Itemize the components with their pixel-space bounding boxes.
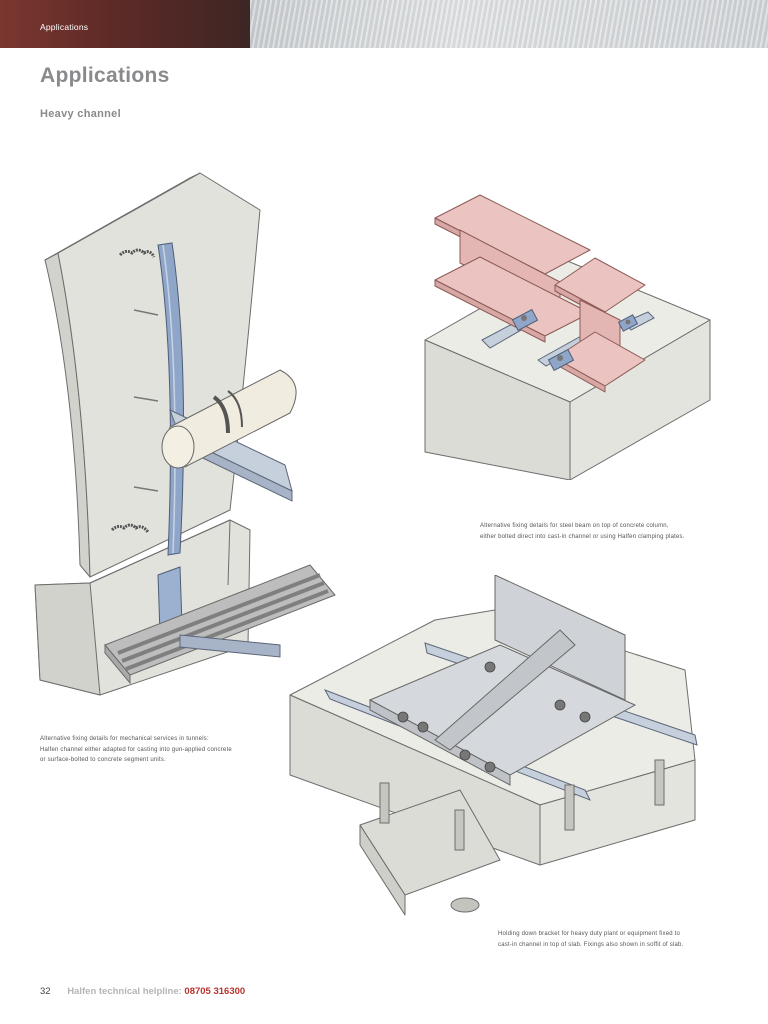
caption-tunnel: Alternative fixing details for mechanica… bbox=[40, 734, 232, 766]
holding-down-bracket-illustration bbox=[289, 575, 698, 916]
tunnel-fixing-illustration bbox=[34, 172, 336, 696]
page-title: Applications bbox=[40, 64, 170, 87]
caption-steel-beam-line: Alternative fixing details for steel bea… bbox=[480, 523, 669, 529]
caption-steel-beam: Alternative fixing details for steel bea… bbox=[480, 521, 685, 542]
header-section-tab: Applications bbox=[0, 0, 250, 48]
helpline-label: Halfen technical helpline: bbox=[67, 986, 182, 997]
caption-holding-down-line: Holding down bracket for heavy duty plan… bbox=[498, 931, 681, 937]
caption-tunnel-line: Halfen channel either adapted for castin… bbox=[40, 746, 232, 753]
caption-tunnel-line: Alternative fixing details for mechanica… bbox=[40, 736, 209, 742]
header-banner: Applications bbox=[0, 0, 768, 48]
page-number: 32 bbox=[40, 986, 51, 997]
caption-steel-beam-line: either bolted direct into cast-in channe… bbox=[480, 533, 685, 540]
steel-beam-column-illustration bbox=[424, 194, 711, 480]
helpline-number[interactable]: 08705 316300 bbox=[184, 986, 246, 997]
header-section-label: Applications bbox=[40, 22, 89, 32]
page-footer: 32 Halfen technical helpline: 08705 3163… bbox=[40, 986, 245, 997]
caption-holding-down: Holding down bracket for heavy duty plan… bbox=[498, 929, 683, 950]
section-title: Heavy channel bbox=[40, 108, 121, 120]
caption-tunnel-line: or surface-bolted to concrete segment un… bbox=[40, 757, 166, 763]
caption-holding-down-line: cast-in channel in top of slab. Fixings … bbox=[498, 941, 684, 948]
header-steel-texture bbox=[250, 0, 768, 48]
